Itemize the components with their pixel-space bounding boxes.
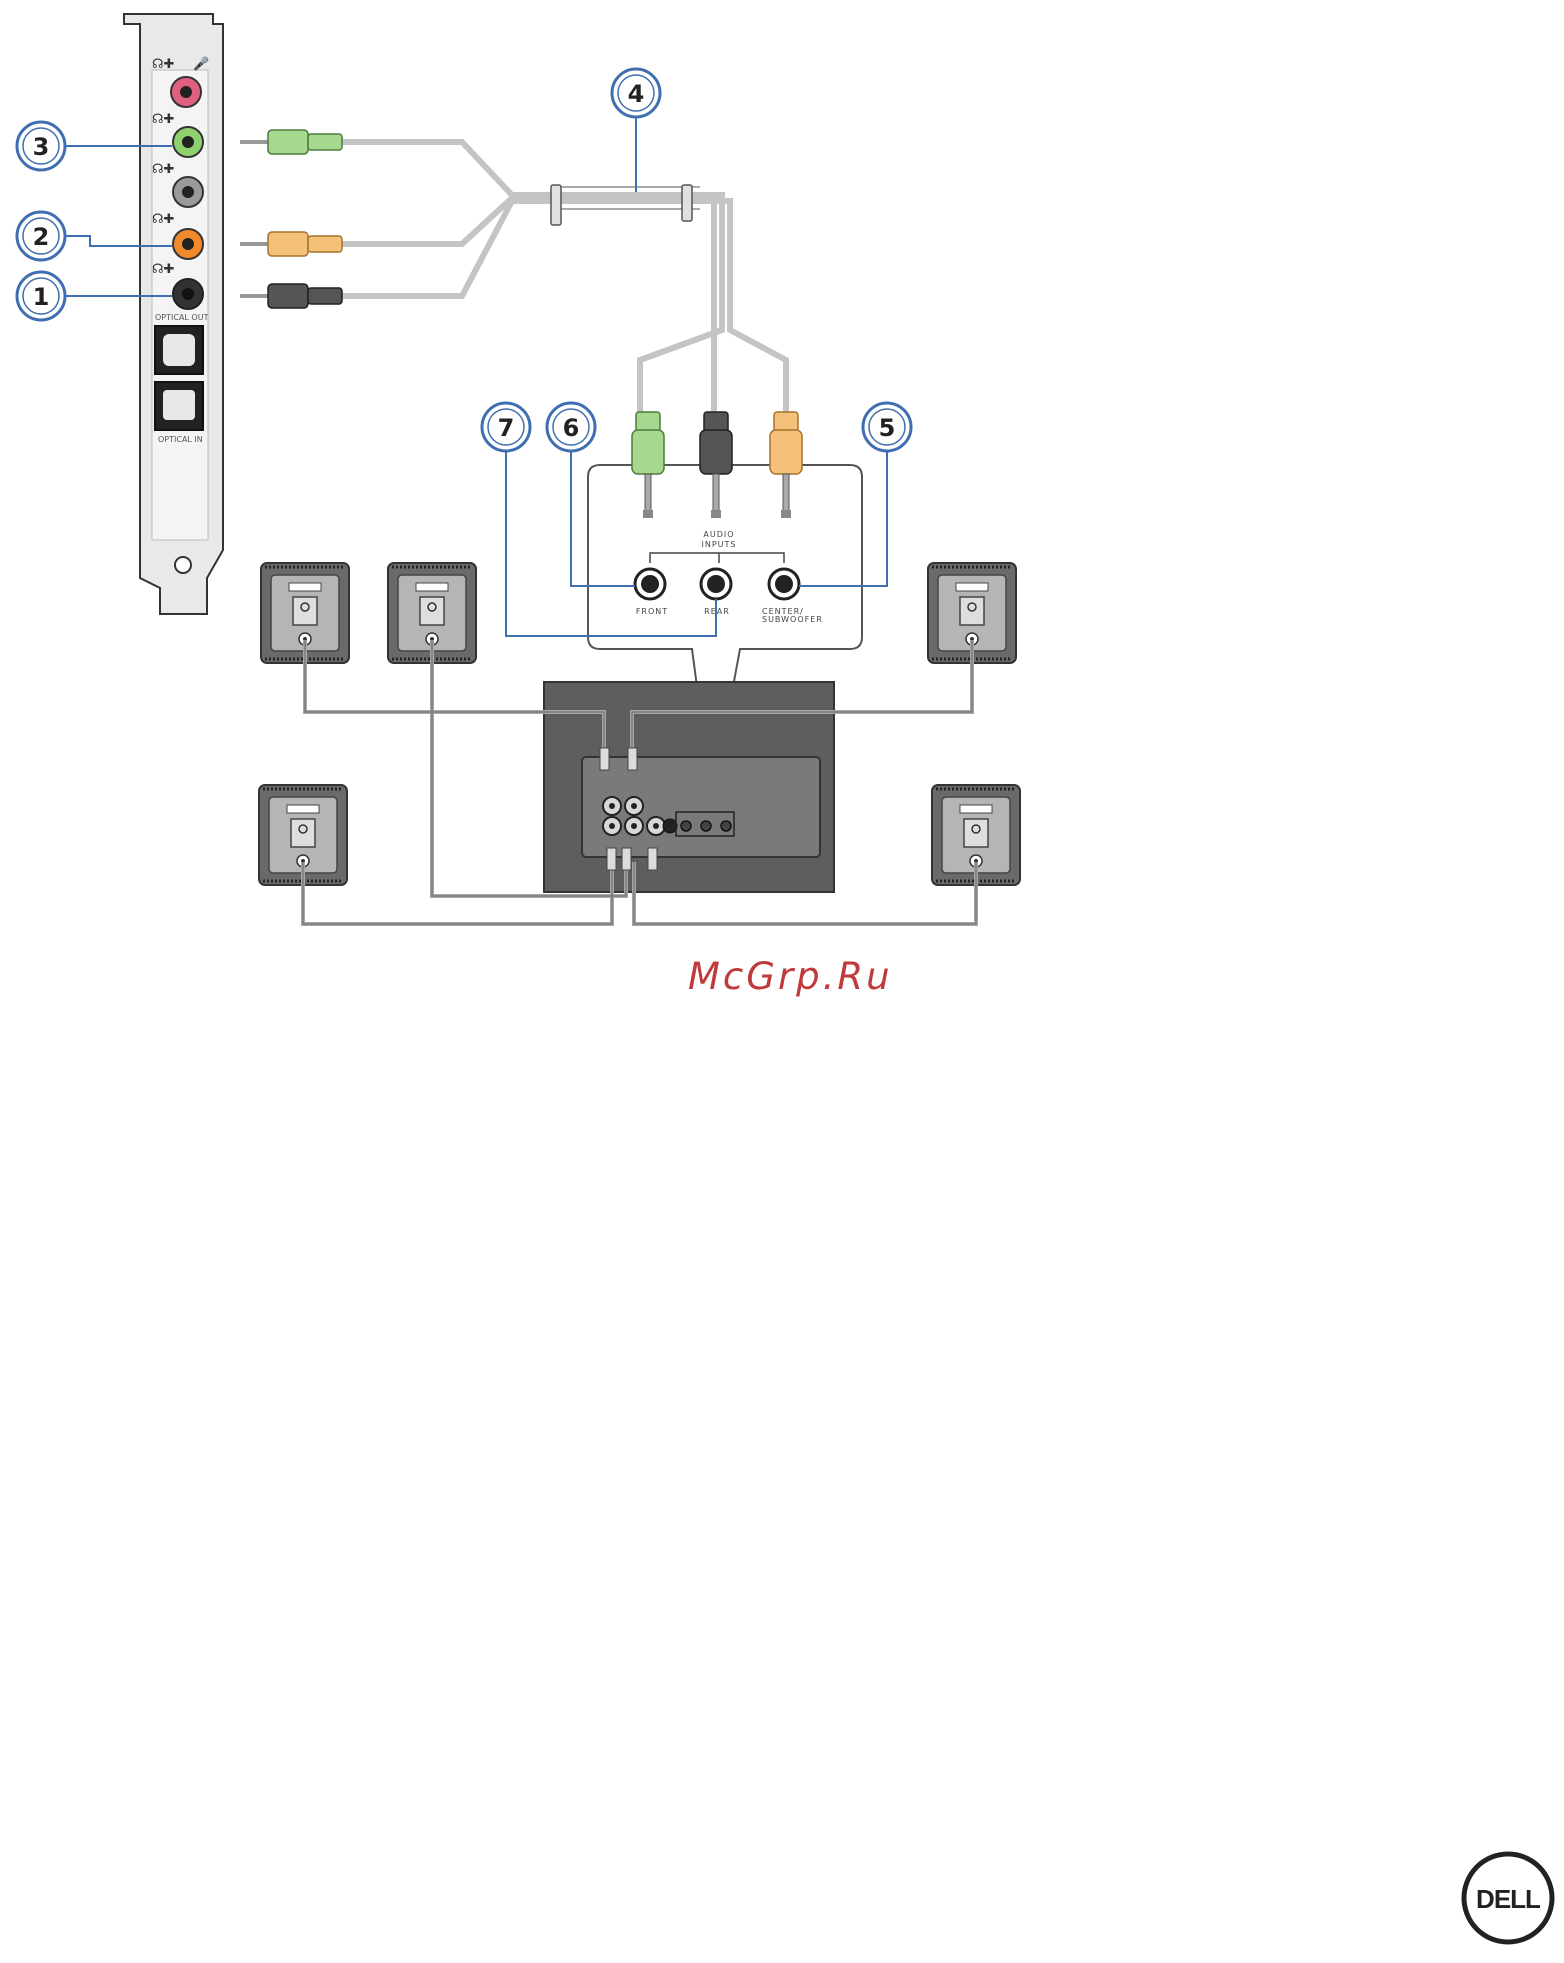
dell-logo-text: DELL bbox=[1476, 1884, 1541, 1914]
optical-in-label: OPTICAL IN bbox=[158, 435, 203, 444]
plug-orange-card[interactable] bbox=[240, 232, 342, 256]
center-subwoofer-input-jack[interactable] bbox=[769, 569, 799, 599]
optical-in-port[interactable] bbox=[155, 382, 203, 430]
plug-green-card[interactable] bbox=[240, 130, 342, 154]
callout-5: 5 bbox=[863, 403, 911, 451]
headphone-icon: ☊✚ bbox=[152, 57, 175, 72]
dell-logo: DELL bbox=[1460, 1850, 1556, 1946]
svg-text:7: 7 bbox=[498, 414, 515, 442]
center-label-line2: SUBWOOFER bbox=[762, 615, 823, 624]
cable-clips bbox=[551, 185, 692, 225]
callout-2: 2 bbox=[17, 212, 65, 260]
jack-mic-pink[interactable] bbox=[171, 77, 201, 107]
callout-7: 7 bbox=[482, 403, 530, 451]
microphone-icon: 🎤 bbox=[193, 55, 209, 72]
rear-input-jack[interactable] bbox=[701, 569, 731, 599]
svg-text:3: 3 bbox=[33, 133, 50, 161]
callout-6: 6 bbox=[547, 403, 595, 451]
jack-center-orange[interactable] bbox=[173, 229, 203, 259]
screw-hole-icon bbox=[175, 557, 191, 573]
svg-text:☊✚: ☊✚ bbox=[152, 112, 175, 127]
callout-3: 3 bbox=[17, 122, 65, 170]
callout-4: 4 bbox=[612, 69, 660, 117]
svg-text:1: 1 bbox=[33, 283, 50, 311]
svg-text:2: 2 bbox=[33, 223, 50, 251]
audio-inputs-label-line1: AUDIO bbox=[703, 530, 734, 539]
jack-front-green[interactable] bbox=[173, 127, 203, 157]
callout-1: 1 bbox=[17, 272, 65, 320]
svg-text:4: 4 bbox=[628, 80, 645, 108]
audio-inputs-label-line2: INPUTS bbox=[702, 540, 737, 549]
front-input-jack[interactable] bbox=[635, 569, 665, 599]
svg-text:6: 6 bbox=[563, 414, 580, 442]
cable-bundle bbox=[340, 142, 786, 420]
svg-text:☊✚: ☊✚ bbox=[152, 212, 175, 227]
svg-text:☊✚: ☊✚ bbox=[152, 262, 175, 277]
optical-out-label: OPTICAL OUT bbox=[155, 313, 209, 322]
svg-text:☊✚: ☊✚ bbox=[152, 162, 175, 177]
jack-side-gray[interactable] bbox=[173, 177, 203, 207]
jack-rear-black[interactable] bbox=[173, 279, 203, 309]
svg-text:5: 5 bbox=[879, 414, 896, 442]
plug-black-card[interactable] bbox=[240, 284, 342, 308]
front-label: FRONT bbox=[636, 607, 668, 616]
optical-out-port[interactable] bbox=[155, 326, 203, 374]
watermark-text: McGrp.Ru bbox=[688, 955, 893, 998]
